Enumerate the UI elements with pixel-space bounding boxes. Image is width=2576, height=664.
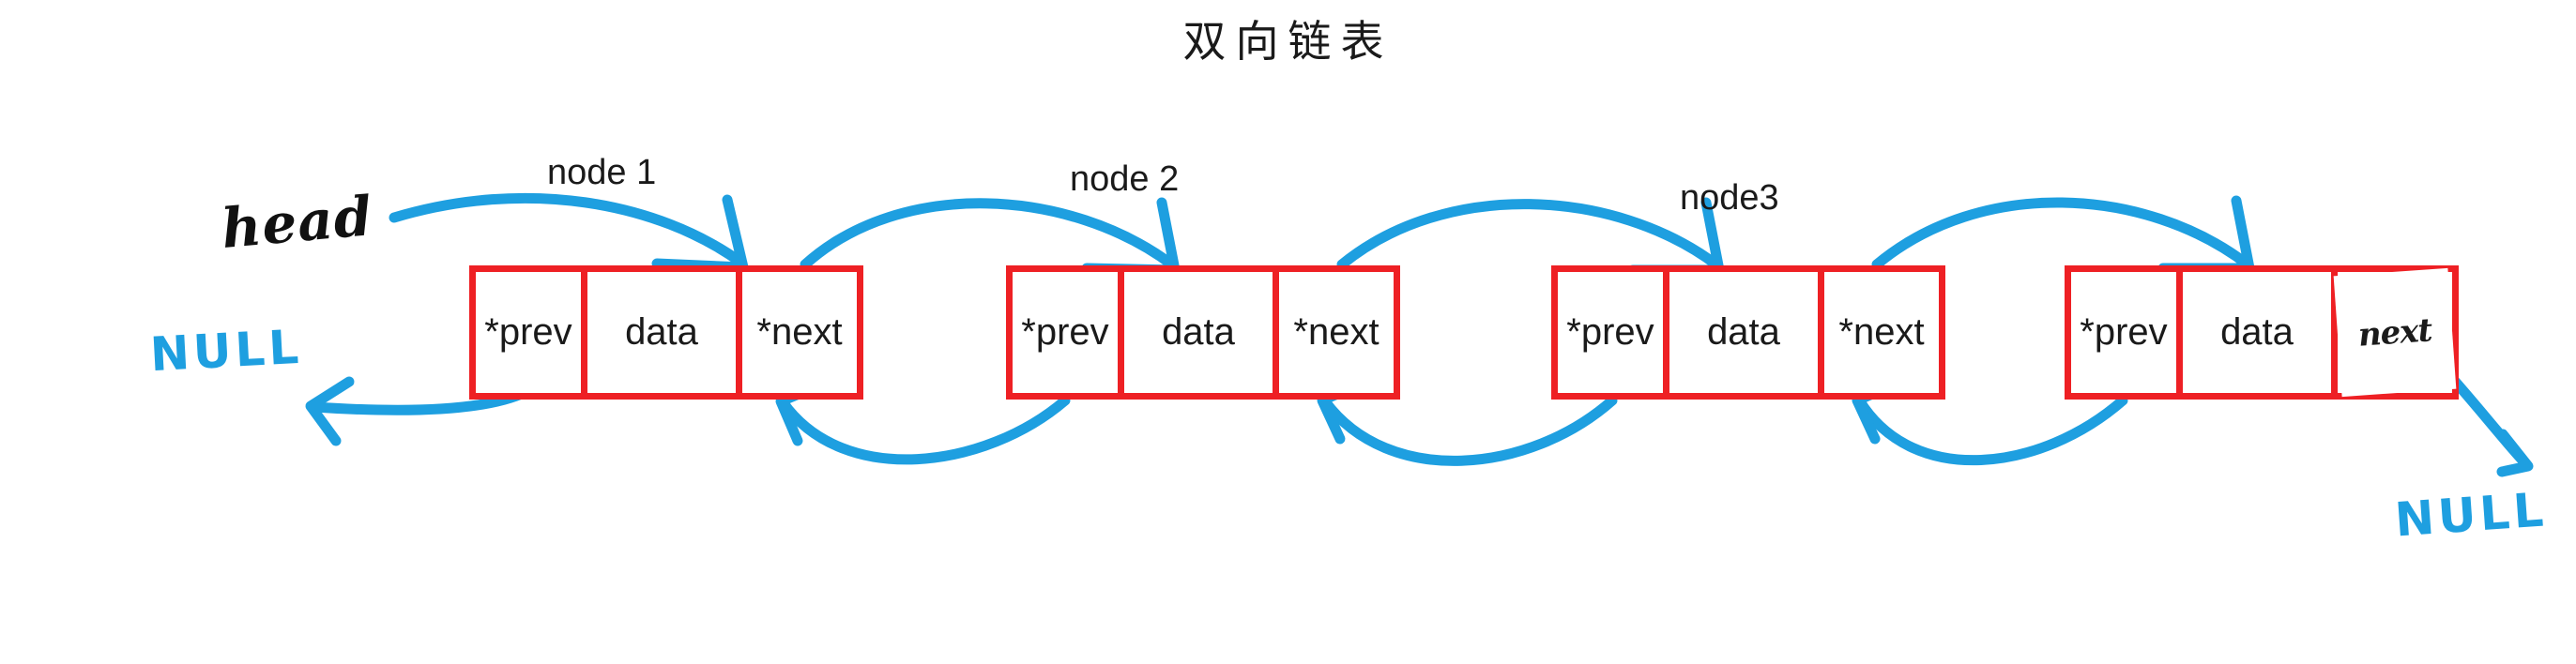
node-box-3: *prev data *next [1551,265,1945,400]
node1-prev-cell: *prev [476,272,581,393]
null-label-right: NULL [2393,482,2549,548]
arrowhead-node1-prev-to-null [305,376,355,446]
arrow-node3-prev-to-node2 [1319,395,1618,466]
node3-data-cell: data [1663,272,1824,393]
arrowhead-node4-next-to-null [2496,429,2534,477]
node1-data-cell: data [581,272,742,393]
node3-next-cell: *next [1824,272,1939,393]
node1-next-cell: *next [742,272,857,393]
node4-next-cell: next [2333,267,2457,398]
arrow-node3-next-to-node4 [1871,197,2253,270]
arrow-node2-prev-to-node1 [778,395,1071,465]
node3-prev-cell: *prev [1558,272,1663,393]
page-title: 双向链表 [1182,16,1394,67]
arrowhead-head-to-node1 [651,194,749,273]
node2-data-cell: data [1118,272,1279,393]
node-label-1: node 1 [547,153,657,192]
node4-prev-cell: *prev [2071,272,2176,393]
node-box-2: *prev data *next [1006,265,1400,400]
node2-prev-cell: *prev [1013,272,1118,393]
head-annotation: head [219,184,375,261]
node-label-2: node 2 [1070,159,1180,199]
arrow-node2-next-to-node3 [1336,199,1723,271]
node2-next-cell: *next [1279,272,1394,393]
node-box-1: *prev data *next [469,265,863,400]
arrow-node1-next-to-node2 [800,198,1179,271]
null-label-left: NULL [148,319,304,383]
arrow-node4-prev-to-node3 [1854,395,2128,466]
node4-data-cell: data [2176,272,2338,393]
node-label-3: node3 [1680,178,1779,218]
node-box-4: *prev data next [2065,265,2459,400]
arrowhead-node3-to-node4 [2157,195,2255,274]
arrow-head-to-node1 [389,192,747,268]
arrowhead-node1-to-node2 [1081,197,1181,276]
